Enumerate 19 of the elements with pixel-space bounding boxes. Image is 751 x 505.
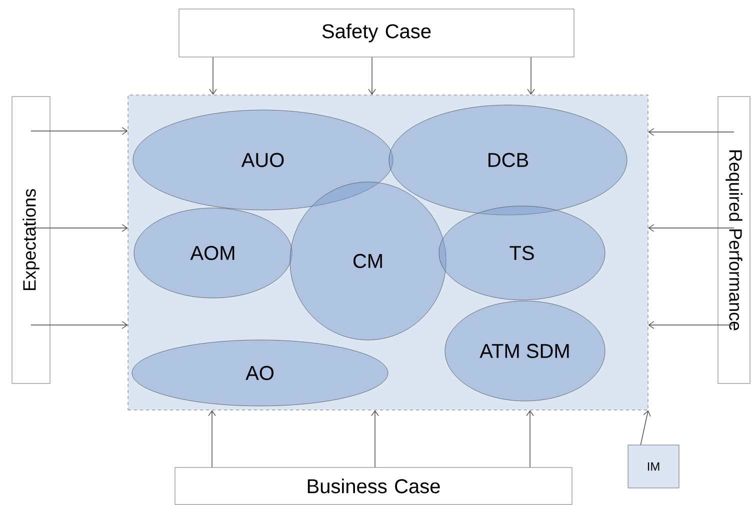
arrow xyxy=(30,224,128,232)
arrow xyxy=(30,127,128,135)
arrow xyxy=(368,56,376,95)
case-box: Business Case xyxy=(174,467,572,505)
arrow xyxy=(371,410,379,468)
arrow xyxy=(209,56,217,95)
arrow xyxy=(208,410,216,468)
arrow xyxy=(640,410,651,446)
arrow xyxy=(648,128,734,136)
im-box: IM xyxy=(628,444,680,488)
boundary-box xyxy=(128,94,648,410)
input-box: Required Performance xyxy=(718,96,750,384)
arrow xyxy=(648,321,734,329)
arrow xyxy=(648,224,734,232)
arrow xyxy=(527,56,535,95)
arrow xyxy=(30,321,128,329)
arrow xyxy=(526,410,534,468)
input-box: Expectations xyxy=(12,96,50,384)
case-box: Safety Case xyxy=(178,8,574,58)
